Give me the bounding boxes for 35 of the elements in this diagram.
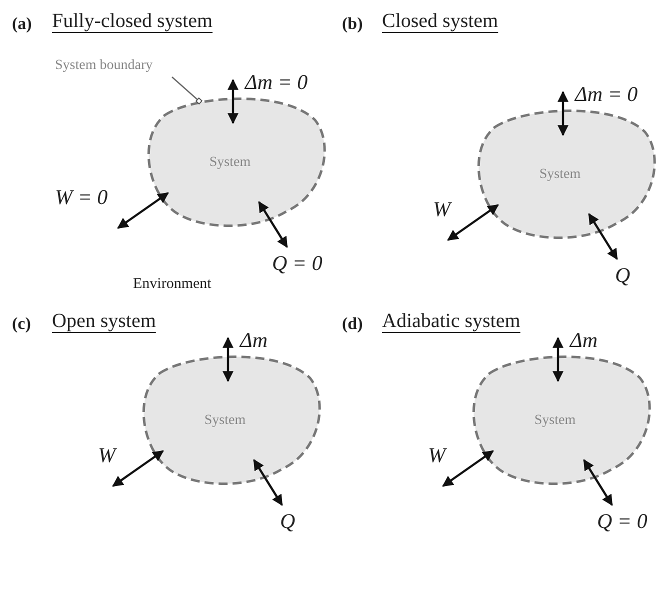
double-arrow xyxy=(117,192,169,229)
quantity-label: Δm = 0 xyxy=(245,70,308,94)
leader-line xyxy=(172,76,202,104)
quantity-label: W xyxy=(433,197,450,222)
double-arrow xyxy=(253,459,283,506)
double-arrow xyxy=(583,459,613,506)
panel-letter: (a) xyxy=(12,14,32,34)
panel-heading: Adiabatic system xyxy=(382,310,520,333)
quantity-label: Δm xyxy=(570,328,598,352)
quantity-label: W xyxy=(428,443,446,468)
double-arrow xyxy=(558,90,568,136)
quantity-label: Q xyxy=(615,263,630,288)
panel-letter: (d) xyxy=(342,314,363,334)
quantity-label: W xyxy=(98,443,116,468)
panel-heading: Fully-closed system xyxy=(52,10,213,33)
panel-letter: (c) xyxy=(12,314,31,334)
quantity-label: Q = 0 xyxy=(597,509,648,534)
double-arrow xyxy=(222,336,234,382)
double-arrow xyxy=(447,204,499,241)
quantity-label: Δm xyxy=(240,328,268,352)
panel-letter: (b) xyxy=(342,14,363,34)
quantity-label: W = 0 xyxy=(55,185,108,210)
double-arrow xyxy=(112,450,164,487)
quantity-label: Q xyxy=(280,509,296,534)
double-arrow xyxy=(552,336,564,382)
annotation: System boundary xyxy=(55,58,153,74)
panel-heading: Open system xyxy=(52,310,156,333)
double-arrow xyxy=(228,78,238,124)
double-arrow xyxy=(258,201,288,248)
quantity-label: Q = 0 xyxy=(272,251,322,276)
quantity-label: Δm = 0 xyxy=(575,82,638,106)
double-arrow xyxy=(588,213,618,260)
panel-heading: Closed system xyxy=(382,10,498,33)
region-label: Environment xyxy=(133,276,212,294)
double-arrow xyxy=(442,450,494,487)
